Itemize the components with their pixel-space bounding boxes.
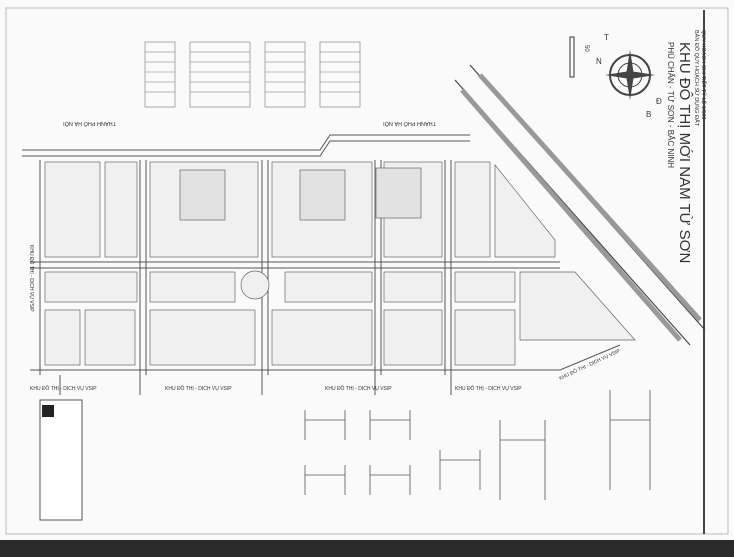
title-line1: QUY HOẠCH CHI TIẾT TỶ LỆ 1/500 (700, 30, 708, 119)
land-use-map: B N Đ T 50 QUY HOẠCH CHI TIẾT TỶ LỆ 1/50… (5, 7, 729, 535)
compass-west: T (604, 33, 609, 42)
cross-sections (304, 390, 651, 500)
label-hanoi-right: THÀNH PHỐ HÀ NỘI (383, 120, 436, 127)
title-block: QUY HOẠCH CHI TIẾT TỶ LỆ 1/500 BẢN ĐỒ QU… (666, 30, 708, 263)
compass-rose-icon: B N Đ T (596, 33, 662, 119)
compass-east: Đ (656, 97, 662, 106)
sheet-border (5, 7, 729, 535)
subtitle: PHÙ CHẨN - TỪ SƠN - BẮC NINH (666, 42, 675, 168)
main-title: KHU ĐÔ THỊ MỚI NAM TỪ SƠN (676, 42, 693, 263)
title-line2: BẢN ĐỒ QUY HOẠCH SỬ DỤNG ĐẤT (693, 30, 700, 127)
legend-tables (144, 41, 361, 108)
label-vsip-bottom-3: KHU ĐÔ THỊ - DỊCH VỤ VSIP (325, 385, 392, 392)
highway (454, 64, 706, 346)
scale-label: 50 (583, 45, 589, 52)
compass-south: N (596, 57, 602, 66)
label-vsip-right: KHU ĐÔ THỊ - DỊCH VỤ VSIP (558, 347, 622, 382)
label-vsip-bottom-1: KHU ĐÔ THỊ - DỊCH VỤ VSIP (30, 385, 97, 392)
roads (22, 134, 621, 395)
blocks (44, 161, 636, 366)
compass-north: B (646, 110, 651, 119)
stamp-block (39, 399, 83, 521)
label-vsip-left: KHU ĐÔ THỊ - DỊCH VỤ VSIP (28, 245, 35, 312)
label-hanoi-left: THÀNH PHỐ HÀ NỘI (63, 120, 116, 127)
label-vsip-bottom-2: KHU ĐÔ THỊ - DỊCH VỤ VSIP (165, 385, 232, 392)
scale-bar: 50 (569, 36, 589, 78)
planning-map-sheet: B N Đ T 50 QUY HOẠCH CHI TIẾT TỶ LỆ 1/50… (0, 0, 734, 540)
label-vsip-bottom-4: KHU ĐÔ THỊ - DỊCH VỤ VSIP (455, 385, 522, 392)
